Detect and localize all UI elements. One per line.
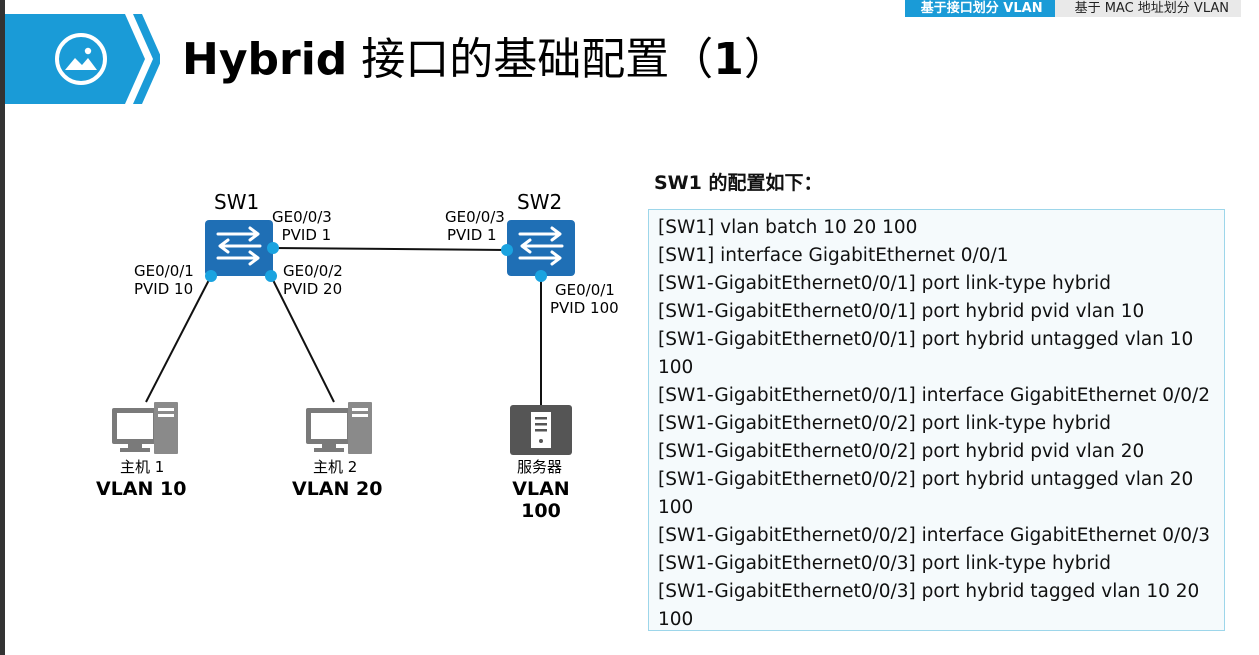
host1-name: 主机 1 <box>120 458 165 476</box>
host2-pc-icon[interactable] <box>306 402 372 454</box>
sw2-ge1-label: GE0/0/1 PVID 100 <box>550 281 619 317</box>
sw1-ge1-label: GE0/0/1 PVID 10 <box>134 262 194 298</box>
sw2-label: SW2 <box>517 190 563 214</box>
config-line: [SW1] vlan batch 10 20 100 <box>658 217 918 238</box>
top-nav: 基于接口划分 VLAN 基于 MAC 地址划分 VLAN <box>904 0 1241 17</box>
header-badge <box>5 14 162 104</box>
config-line: [SW1-GigabitEthernet0/0/2] port hybrid p… <box>658 441 1145 462</box>
left-edge-bar <box>0 0 5 655</box>
server-vlan: VLAN 100 <box>512 478 570 522</box>
host2-name: 主机 2 <box>313 458 358 476</box>
port-dot-sw1-ge2 <box>265 270 277 282</box>
config-line: [SW1-GigabitEthernet0/0/1] port link-typ… <box>658 273 1111 294</box>
sw1-ge3-label: GE0/0/3 PVID 1 <box>272 208 332 244</box>
config-line: [SW1-GigabitEthernet0/0/2] port link-typ… <box>658 413 1111 434</box>
nav-tab-interface-vlan[interactable]: 基于接口划分 VLAN <box>904 0 1064 17</box>
nav-tab-mac-vlan[interactable]: 基于 MAC 地址划分 VLAN <box>1054 0 1241 17</box>
config-line: [SW1] interface GigabitEthernet 0/0/1 <box>658 245 1009 266</box>
link-sw1-host2 <box>270 275 335 403</box>
link-sw1-sw2 <box>272 247 508 251</box>
host2-vlan: VLAN 20 <box>292 478 383 500</box>
sw2-ge3-label: GE0/0/3 PVID 1 <box>445 208 505 244</box>
config-line: [SW1-GigabitEthernet0/0/1] port hybrid p… <box>658 301 1145 322</box>
page-title: Hybrid 接口的基础配置（1） <box>182 34 788 85</box>
link-sw1-host1 <box>145 275 212 403</box>
sw1-ge2-label: GE0/0/2 PVID 20 <box>283 262 343 298</box>
network-diagram: SW1 SW2 GE0/0/3 PVID 1 GE0/0/1 PVID 10 G… <box>90 180 635 530</box>
config-line: [SW1-GigabitEthernet0/0/2] interface Gig… <box>658 525 1211 546</box>
config-heading: SW1 的配置如下： <box>654 172 823 194</box>
config-line: [SW1-GigabitEthernet0/0/1] interface Gig… <box>658 385 1211 406</box>
sw2-switch-icon[interactable] <box>507 220 575 276</box>
config-code-box: [SW1] vlan batch 10 20 100 [SW1] interfa… <box>648 209 1225 631</box>
sw1-switch-icon[interactable] <box>205 220 273 276</box>
port-dot-sw2-ge1 <box>535 270 547 282</box>
server-icon[interactable] <box>510 405 572 455</box>
server-name: 服务器 <box>517 458 563 476</box>
sw1-label: SW1 <box>214 190 260 214</box>
port-dot-sw1-ge3 <box>267 242 279 254</box>
image-icon <box>55 33 107 85</box>
port-dot-sw1-ge1 <box>205 270 217 282</box>
host1-pc-icon[interactable] <box>112 402 178 454</box>
config-line: [SW1-GigabitEthernet0/0/3] port link-typ… <box>658 553 1111 574</box>
port-dot-sw2-ge3 <box>501 244 513 256</box>
host1-vlan: VLAN 10 <box>96 478 187 500</box>
config-line: [SW1-GigabitEthernet0/0/1] port hybrid u… <box>658 329 1200 378</box>
config-line: [SW1-GigabitEthernet0/0/3] port hybrid t… <box>658 581 1206 630</box>
config-line: [SW1-GigabitEthernet0/0/2] port hybrid u… <box>658 469 1200 518</box>
